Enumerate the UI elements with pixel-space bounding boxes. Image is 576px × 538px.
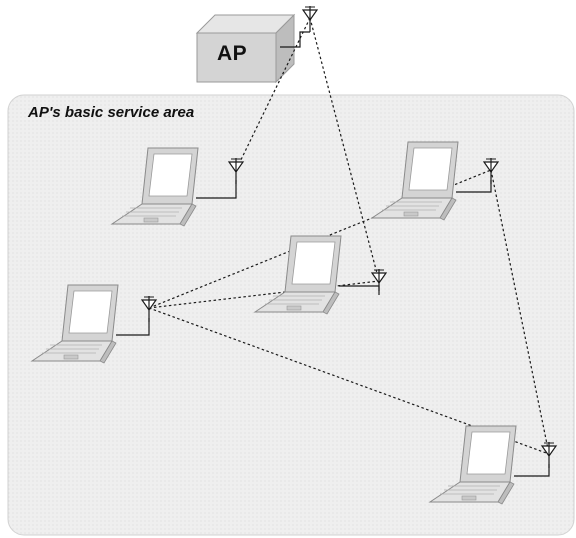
wireless-link-laptop-2-to-laptop-3 [148, 280, 380, 309]
laptop-4 [370, 141, 500, 221]
laptop-1 [110, 147, 245, 227]
laptop-4-antenna-icon [482, 158, 500, 184]
device-layer [30, 6, 558, 505]
wireless-link-laptop-4-to-laptop-5 [490, 169, 550, 455]
laptop-2-antenna-icon [140, 296, 158, 322]
service-area-label: AP's basic service area [28, 104, 195, 121]
laptop-screen [68, 290, 113, 334]
wireless-link-access-point-to-laptop-1 [235, 17, 311, 171]
laptop-5 [428, 425, 558, 505]
laptop-screen [408, 147, 453, 191]
laptop-5-antenna-icon [540, 442, 558, 468]
laptop-2 [30, 284, 158, 364]
access-point-antenna-icon [301, 6, 319, 32]
laptop-screen [466, 431, 511, 475]
access-point [195, 13, 296, 84]
laptop-screen [291, 241, 336, 285]
wireless-link-access-point-to-laptop-3 [309, 17, 380, 282]
wireless-link-laptop-2-to-laptop-5 [148, 307, 550, 455]
access-point-label: AP [217, 42, 248, 65]
laptop-3-antenna-icon [370, 269, 388, 295]
laptop-screen [148, 153, 193, 197]
laptop-1-antenna-icon [227, 158, 245, 184]
laptop-3 [253, 235, 388, 315]
